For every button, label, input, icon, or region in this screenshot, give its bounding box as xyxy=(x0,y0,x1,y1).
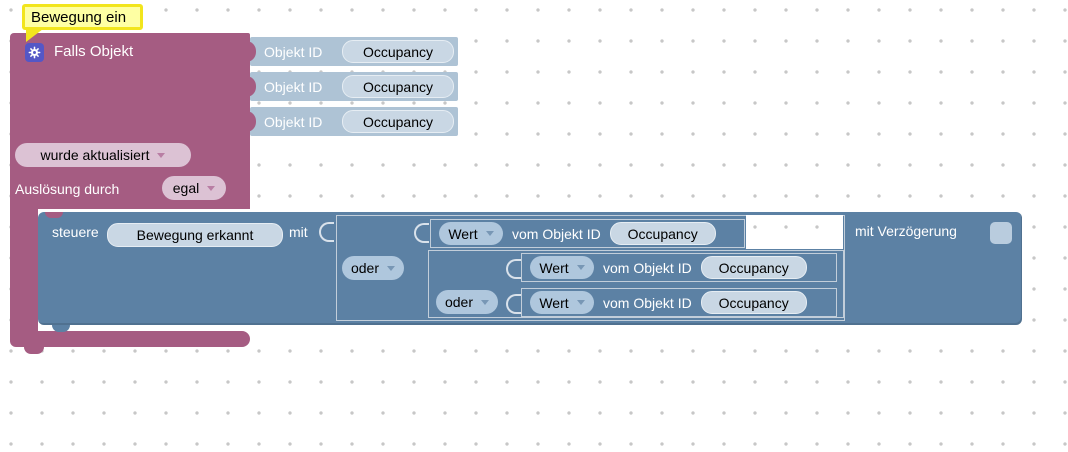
statement-connector-notch xyxy=(45,212,63,218)
chevron-down-icon xyxy=(576,300,585,305)
comment-bubble[interactable]: Bewegung ein xyxy=(22,4,143,30)
control-verb-label: steuere xyxy=(52,224,99,240)
trigger-source-value: egal xyxy=(172,180,200,196)
chevron-down-icon xyxy=(207,185,216,191)
value-type: Wert xyxy=(448,225,478,242)
value-connector-tab xyxy=(244,41,256,62)
get-value-block[interactable]: Wert vom Objekt ID Occupancy xyxy=(521,288,837,317)
mutator-gear-button[interactable] xyxy=(25,43,44,62)
object-id-field[interactable]: Occupancy xyxy=(342,40,454,63)
logic-operator-value: oder xyxy=(350,260,380,276)
from-object-label: vom Objekt ID xyxy=(603,259,692,276)
logic-operator-dropdown-inner[interactable]: oder xyxy=(436,290,498,314)
value-input-socket xyxy=(506,294,521,314)
trigger-block-statement-wall xyxy=(10,209,38,331)
delay-checkbox[interactable] xyxy=(990,222,1012,244)
value-type-dropdown[interactable]: Wert xyxy=(530,291,594,314)
object-id-field[interactable]: Occupancy xyxy=(609,222,716,245)
object-id-label: Objekt ID xyxy=(264,113,323,130)
value-type: Wert xyxy=(539,259,569,276)
object-id-field[interactable]: Occupancy xyxy=(342,75,454,98)
object-id-block[interactable]: Objekt ID Occupancy xyxy=(250,107,458,136)
object-id-field[interactable]: Occupancy xyxy=(700,256,807,279)
object-id-block[interactable]: Objekt ID Occupancy xyxy=(250,72,458,101)
value-type-dropdown[interactable]: Wert xyxy=(530,256,594,279)
object-id-label: Objekt ID xyxy=(264,43,323,60)
get-value-block[interactable]: Wert vom Objekt ID Occupancy xyxy=(430,219,745,248)
gear-icon xyxy=(28,46,41,59)
trigger-block-footer xyxy=(10,331,250,347)
workspace-gap xyxy=(746,215,843,249)
control-object-field[interactable]: Bewegung erkannt xyxy=(107,223,283,247)
value-connector-tab xyxy=(244,111,256,132)
object-id-block[interactable]: Objekt ID Occupancy xyxy=(250,37,458,66)
trigger-block-title: Falls Objekt xyxy=(54,43,134,60)
value-input-socket xyxy=(506,259,521,279)
comment-bubble-tail xyxy=(26,29,43,42)
value-input-socket xyxy=(319,222,334,242)
chevron-down-icon xyxy=(481,299,490,305)
chevron-down-icon xyxy=(387,265,396,271)
object-id-label: Objekt ID xyxy=(264,78,323,95)
value-type-dropdown[interactable]: Wert xyxy=(439,222,503,245)
chevron-down-icon xyxy=(485,231,494,236)
object-id-field[interactable]: Occupancy xyxy=(342,110,454,133)
trigger-source-label: Auslösung durch xyxy=(15,181,120,197)
get-value-block[interactable]: Wert vom Objekt ID Occupancy xyxy=(521,253,837,282)
chevron-down-icon xyxy=(157,152,166,158)
delay-label: mit Verzögerung xyxy=(855,223,957,239)
logic-operator-dropdown-outer[interactable]: oder xyxy=(342,256,404,280)
update-condition-dropdown[interactable]: wurde aktualisiert xyxy=(15,143,191,167)
chevron-down-icon xyxy=(576,265,585,270)
trigger-source-dropdown[interactable]: egal xyxy=(162,176,226,200)
update-condition-value: wurde aktualisiert xyxy=(40,147,150,163)
trigger-block-next-connector xyxy=(24,347,44,354)
value-input-socket xyxy=(414,223,429,243)
value-type: Wert xyxy=(539,294,569,311)
logic-operator-value: oder xyxy=(444,294,474,310)
control-block-next-connector xyxy=(52,325,70,332)
object-id-field[interactable]: Occupancy xyxy=(700,291,807,314)
value-connector-tab xyxy=(244,76,256,97)
from-object-label: vom Objekt ID xyxy=(603,294,692,311)
control-with-label: mit xyxy=(289,224,308,240)
from-object-label: vom Objekt ID xyxy=(512,225,601,242)
